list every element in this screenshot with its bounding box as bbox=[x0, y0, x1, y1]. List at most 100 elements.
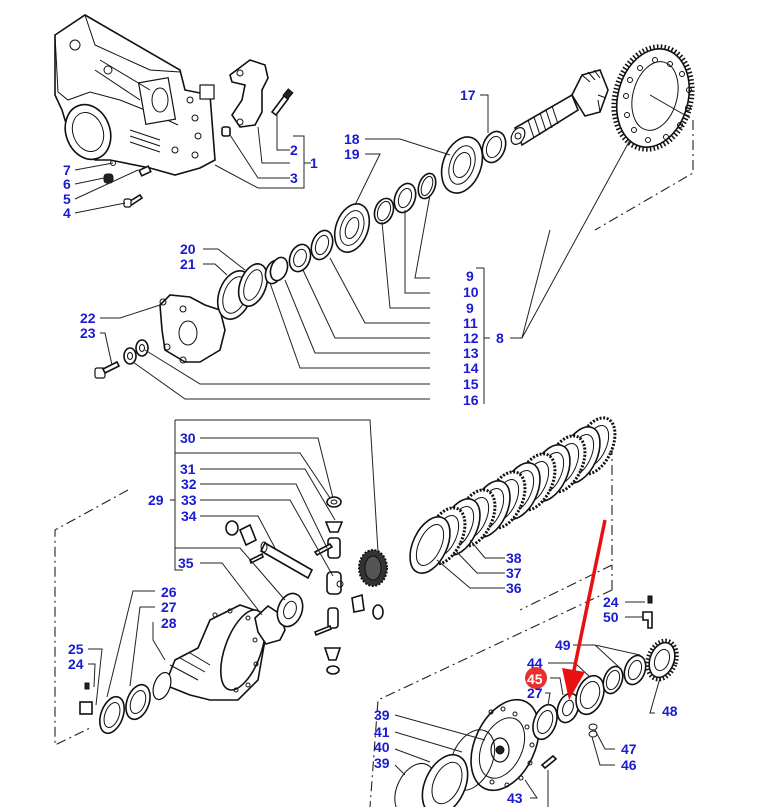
callout-33[interactable]: 33 bbox=[181, 492, 197, 508]
clutch-disc bbox=[409, 516, 451, 574]
callout-1[interactable]: 1 bbox=[310, 155, 318, 171]
callout-30[interactable]: 30 bbox=[180, 430, 196, 446]
o-ring bbox=[269, 256, 289, 282]
callout-20[interactable]: 20 bbox=[180, 241, 196, 257]
side-gear bbox=[276, 592, 304, 628]
callout-27[interactable]: 27 bbox=[161, 599, 177, 615]
highlight-marker-45 bbox=[525, 667, 547, 689]
callout-2[interactable]: 2 bbox=[290, 142, 298, 158]
clutch-disc-bore bbox=[415, 524, 445, 566]
callout-18[interactable]: 18 bbox=[344, 131, 360, 147]
yoke-bolt bbox=[94, 360, 121, 379]
callout-11[interactable]: 11 bbox=[463, 315, 478, 331]
callout-25[interactable]: 25 bbox=[68, 641, 84, 657]
housing-fasteners bbox=[103, 160, 152, 208]
callout-24[interactable]: 24 bbox=[68, 656, 84, 672]
callout-3[interactable]: 3 bbox=[290, 170, 298, 186]
callout-23[interactable]: 23 bbox=[80, 325, 96, 341]
shim bbox=[602, 665, 624, 695]
callout-14[interactable]: 14 bbox=[463, 360, 479, 376]
callout-10[interactable]: 10 bbox=[463, 284, 479, 300]
brake-hub-flange bbox=[470, 698, 540, 792]
callout-22[interactable]: 22 bbox=[80, 310, 96, 326]
callout-35[interactable]: 35 bbox=[178, 555, 194, 571]
callout-48[interactable]: 48 bbox=[662, 703, 678, 719]
adjusting-ring-nut bbox=[98, 695, 126, 735]
bearing-cup bbox=[575, 674, 605, 716]
taper-roller-bearing bbox=[333, 203, 371, 253]
callout-47[interactable]: 47 bbox=[621, 741, 637, 757]
callout-5[interactable]: 5 bbox=[63, 191, 71, 207]
bevel-pinion-shaft bbox=[510, 69, 609, 147]
red-pointer-arrow bbox=[562, 519, 607, 700]
callout-28[interactable]: 28 bbox=[161, 615, 177, 631]
bearing-cap-bracket bbox=[229, 59, 269, 128]
callout-45[interactable]: 45 bbox=[527, 671, 543, 687]
callout-6[interactable]: 6 bbox=[63, 176, 71, 192]
lock-plate bbox=[79, 701, 93, 715]
callout-15[interactable]: 15 bbox=[463, 376, 479, 392]
drive-flange-yoke bbox=[159, 294, 226, 364]
callout-24[interactable]: 24 bbox=[603, 594, 619, 610]
callout-19[interactable]: 19 bbox=[344, 146, 360, 162]
assembly-boundary bbox=[54, 489, 129, 746]
callout-16[interactable]: 16 bbox=[463, 392, 479, 408]
differential-internals bbox=[225, 496, 384, 675]
callout-49[interactable]: 49 bbox=[555, 637, 571, 653]
lock-screw bbox=[647, 595, 653, 604]
callout-17[interactable]: 17 bbox=[460, 87, 476, 103]
callout-12[interactable]: 12 bbox=[463, 330, 479, 346]
callout-44[interactable]: 44 bbox=[527, 655, 543, 671]
callout-4[interactable]: 4 bbox=[63, 205, 71, 221]
spacer-ring bbox=[481, 130, 507, 164]
callout-43[interactable]: 43 bbox=[507, 790, 523, 806]
callout-7[interactable]: 7 bbox=[63, 162, 71, 178]
callout-40[interactable]: 40 bbox=[374, 739, 390, 755]
adjusting-ring-nut bbox=[648, 641, 676, 679]
o-ring bbox=[588, 723, 598, 731]
leader-lines bbox=[74, 94, 661, 807]
callout-38[interactable]: 38 bbox=[506, 550, 522, 566]
dowel-pin bbox=[221, 126, 231, 137]
callout-21[interactable]: 21 bbox=[180, 256, 196, 272]
spacer-ring bbox=[556, 692, 580, 724]
hub-bolt bbox=[540, 754, 558, 770]
callout-31[interactable]: 31 bbox=[180, 461, 196, 477]
planet-pinion-gear bbox=[358, 549, 388, 587]
shim bbox=[373, 197, 395, 225]
axle-housing bbox=[54, 14, 216, 176]
oil-seal bbox=[421, 753, 469, 807]
callout-41[interactable]: 41 bbox=[374, 724, 390, 740]
lock-screw bbox=[84, 682, 90, 690]
taper-roller-bearing bbox=[532, 703, 558, 741]
bolt bbox=[270, 88, 294, 117]
callout-32[interactable]: 32 bbox=[181, 476, 197, 492]
callout-9[interactable]: 9 bbox=[466, 300, 474, 316]
oil-seal bbox=[237, 263, 269, 307]
washer bbox=[123, 347, 137, 365]
callout-26[interactable]: 26 bbox=[161, 584, 177, 600]
callout-37[interactable]: 37 bbox=[506, 565, 522, 581]
ball-bearing bbox=[440, 136, 484, 194]
callout-34[interactable]: 34 bbox=[181, 508, 197, 524]
callout-46[interactable]: 46 bbox=[621, 757, 637, 773]
crown-wheel bbox=[611, 44, 695, 152]
callout-labels: 7 6 5 4 2 1 3 17 18 19 20 21 22 23 9 10 … bbox=[63, 87, 678, 806]
callout-29[interactable]: 29 bbox=[148, 492, 164, 508]
washer bbox=[135, 339, 149, 357]
callout-39[interactable]: 39 bbox=[374, 707, 390, 723]
callout-13[interactable]: 13 bbox=[463, 345, 479, 361]
callout-27[interactable]: 27 bbox=[527, 685, 543, 701]
assembly-boundary bbox=[594, 120, 694, 231]
lock-plate bbox=[642, 611, 653, 629]
lock-washer bbox=[310, 229, 334, 261]
ring-nut bbox=[288, 243, 312, 273]
callout-50[interactable]: 50 bbox=[603, 609, 619, 625]
callout-8[interactable]: 8 bbox=[496, 330, 504, 346]
differential-bearing bbox=[125, 683, 151, 721]
callout-9[interactable]: 9 bbox=[466, 268, 474, 284]
assembly-boundary bbox=[369, 565, 613, 807]
callout-39[interactable]: 39 bbox=[374, 755, 390, 771]
callout-36[interactable]: 36 bbox=[506, 580, 522, 596]
